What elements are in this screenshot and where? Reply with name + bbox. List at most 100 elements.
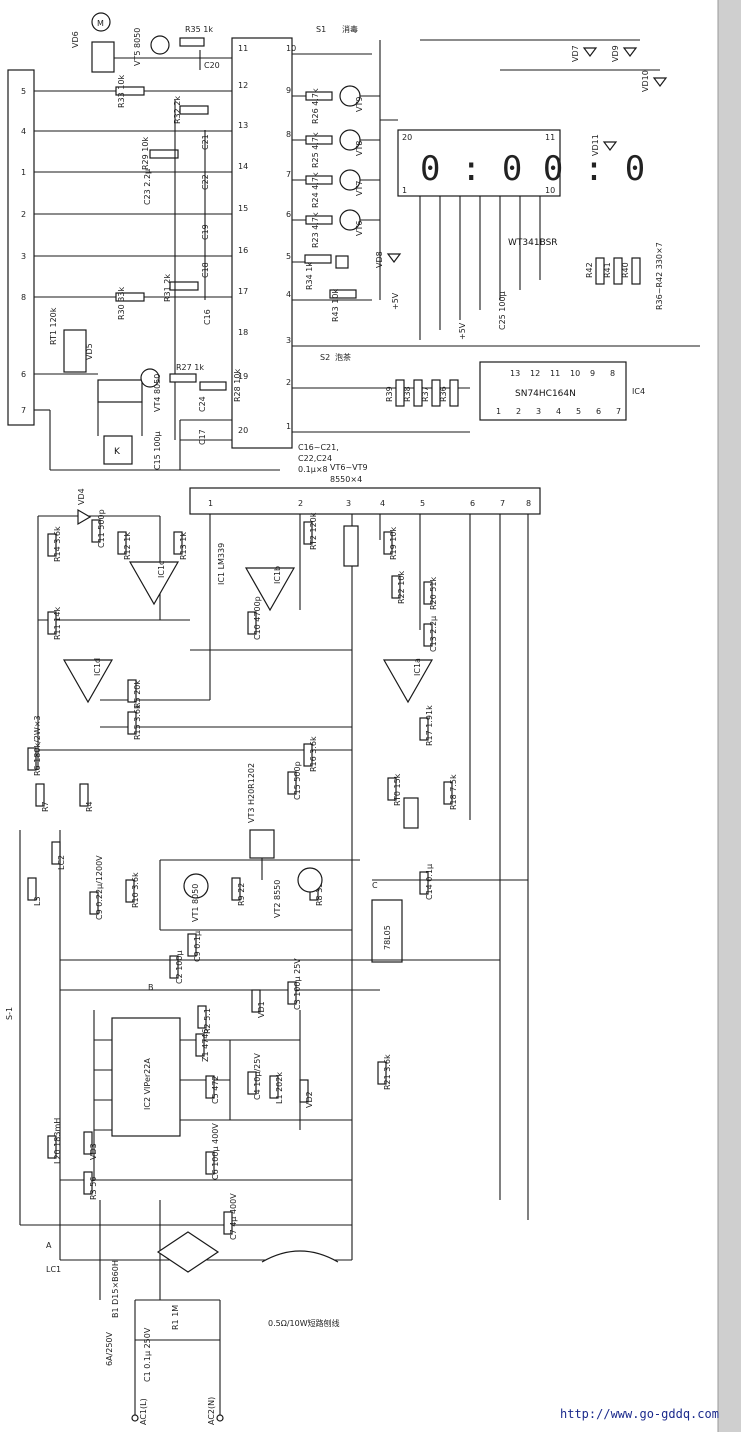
driver-resistor-label: R24 4.7k <box>311 172 320 208</box>
analog-component <box>169 955 179 979</box>
bank-resistor-label: R36 <box>439 386 448 402</box>
bank-resistor <box>431 379 441 407</box>
vt5-label: VT5 8050 <box>133 28 142 66</box>
ic4-part: SN74HC164N <box>515 389 576 399</box>
power-component <box>83 1131 93 1155</box>
analog-component-label: C15 500p <box>293 761 302 800</box>
ic1-label: IC1 LM339 <box>217 543 226 585</box>
power-component <box>205 1151 215 1175</box>
r31-label: R31 2k <box>163 274 172 302</box>
mcu-pin-left: 12 <box>238 81 248 90</box>
analog-component-label: R11 14k <box>53 607 62 640</box>
driver-resistor-label: R25 4.7k <box>311 132 320 168</box>
power-component <box>251 989 261 1013</box>
ic2-viper22a <box>111 1017 181 1137</box>
power-component <box>89 891 99 915</box>
mcu-pin-left: 15 <box>238 204 248 213</box>
driver-resistor-label: R26 4.7k <box>311 88 320 124</box>
analog-component <box>303 521 313 545</box>
mcu-pin-right: 4 <box>286 290 291 299</box>
r35-label: R35 1k <box>185 25 213 34</box>
ic1b-label: IC1b <box>273 566 282 584</box>
power-component-label: C5 472 <box>211 1076 220 1105</box>
power-component <box>269 1075 279 1099</box>
shunt-resistor <box>261 1250 339 1263</box>
node-c: C <box>372 881 378 890</box>
source-url[interactable]: http://www.go-gddq.com <box>560 1407 719 1421</box>
analog-component <box>47 611 57 635</box>
vt3-igbt <box>249 829 275 859</box>
power-component-label: R3 56 <box>89 1177 98 1200</box>
vt4-label: VT4 8050 <box>153 374 162 412</box>
driver-transistor-label: VT7 <box>355 181 364 196</box>
connector-top-pin: 4 <box>21 127 26 136</box>
ic4-pin: 4 <box>556 407 561 416</box>
ic2-label: IC2 VIPer22A <box>143 1058 152 1110</box>
c-list-1: C16~C21, <box>298 443 339 452</box>
analog-component-label: R10 3.6k <box>131 872 140 908</box>
power-component-label: L1 202k <box>275 1072 284 1104</box>
analog-component <box>383 531 393 555</box>
connector-mid-pin: 7 <box>500 499 505 508</box>
analog-component-label: R19 10k <box>389 527 398 560</box>
node-a: A <box>46 1241 52 1250</box>
s2-name: 泡茶 <box>335 352 351 362</box>
mcu-pin-left: 17 <box>238 287 248 296</box>
power-component <box>51 841 61 865</box>
power-component <box>287 981 297 1005</box>
node-lc1: LC1 <box>46 1265 61 1274</box>
power-component-label: R21 3.6k <box>383 1054 392 1090</box>
analog-component <box>423 623 433 647</box>
analog-component-label: R15 3.6k <box>133 704 142 740</box>
ic4-pin: 5 <box>576 407 581 416</box>
analog-component-label: C2 100μ <box>175 950 184 984</box>
r27-label: R27 1k <box>176 363 204 372</box>
analog-component <box>187 933 197 957</box>
vcc-label-1: +5V <box>391 292 400 310</box>
power-component <box>47 1135 57 1159</box>
ic1d-opamp <box>62 659 114 704</box>
analog-component-label: R9 22 <box>237 883 246 906</box>
vd6-label: VD6 <box>71 31 80 48</box>
power-component-label: C7 4μ 400V <box>229 1193 238 1240</box>
ac2-label: AC2(N) <box>207 1397 216 1425</box>
analog-component <box>127 679 137 703</box>
ic4-chip <box>479 361 627 421</box>
shunt-label: 0.5Ω/10W短路刨线 <box>268 1318 340 1328</box>
connector-mid-pin: 8 <box>526 499 531 508</box>
vt6-9-value: 8550×4 <box>330 475 362 484</box>
display-pin-11: 11 <box>545 133 555 142</box>
power-component <box>247 1071 257 1095</box>
mcu-pin-right: 6 <box>286 210 291 219</box>
analog-component-label: R20 51k <box>429 577 438 610</box>
power-component <box>377 1061 387 1085</box>
s1-name: 消毒 <box>342 24 358 34</box>
led-label: VD10 <box>641 70 650 92</box>
analog-component <box>391 575 401 599</box>
analog-component-label: R8 33k <box>315 878 324 906</box>
ac1-terminal <box>131 1414 139 1422</box>
analog-component <box>125 879 135 903</box>
fuse-label: 6A/250V <box>105 1331 114 1366</box>
ic4-pin: 12 <box>530 369 540 378</box>
led-label: VD9 <box>611 45 620 62</box>
c16-label: C16 <box>203 309 212 325</box>
motor-icon <box>91 12 111 32</box>
analog-component-label: C9 0.1μ <box>193 931 202 962</box>
driver-transistor-label: VT6 <box>355 221 364 236</box>
mcu-pin-left: 19 <box>238 372 248 381</box>
power-component <box>27 877 37 901</box>
power-component-label: Z1 4746 <box>201 1029 210 1062</box>
connector-top-pin: 8 <box>21 293 26 302</box>
c1-label: C1 0.1μ 250V <box>143 1327 152 1382</box>
power-component <box>83 1171 93 1195</box>
r33-label: R33 10k <box>117 75 126 108</box>
mcu-pin-right: 1 <box>286 422 291 431</box>
mcu-pin-left: 16 <box>238 246 248 255</box>
bank-resistor <box>449 379 459 407</box>
analog-component <box>247 611 257 635</box>
analog-component-label: C14 0.1μ <box>425 864 434 900</box>
bank-resistor <box>395 379 405 407</box>
rt2-thermistor <box>343 525 359 567</box>
led-icon <box>582 47 598 57</box>
